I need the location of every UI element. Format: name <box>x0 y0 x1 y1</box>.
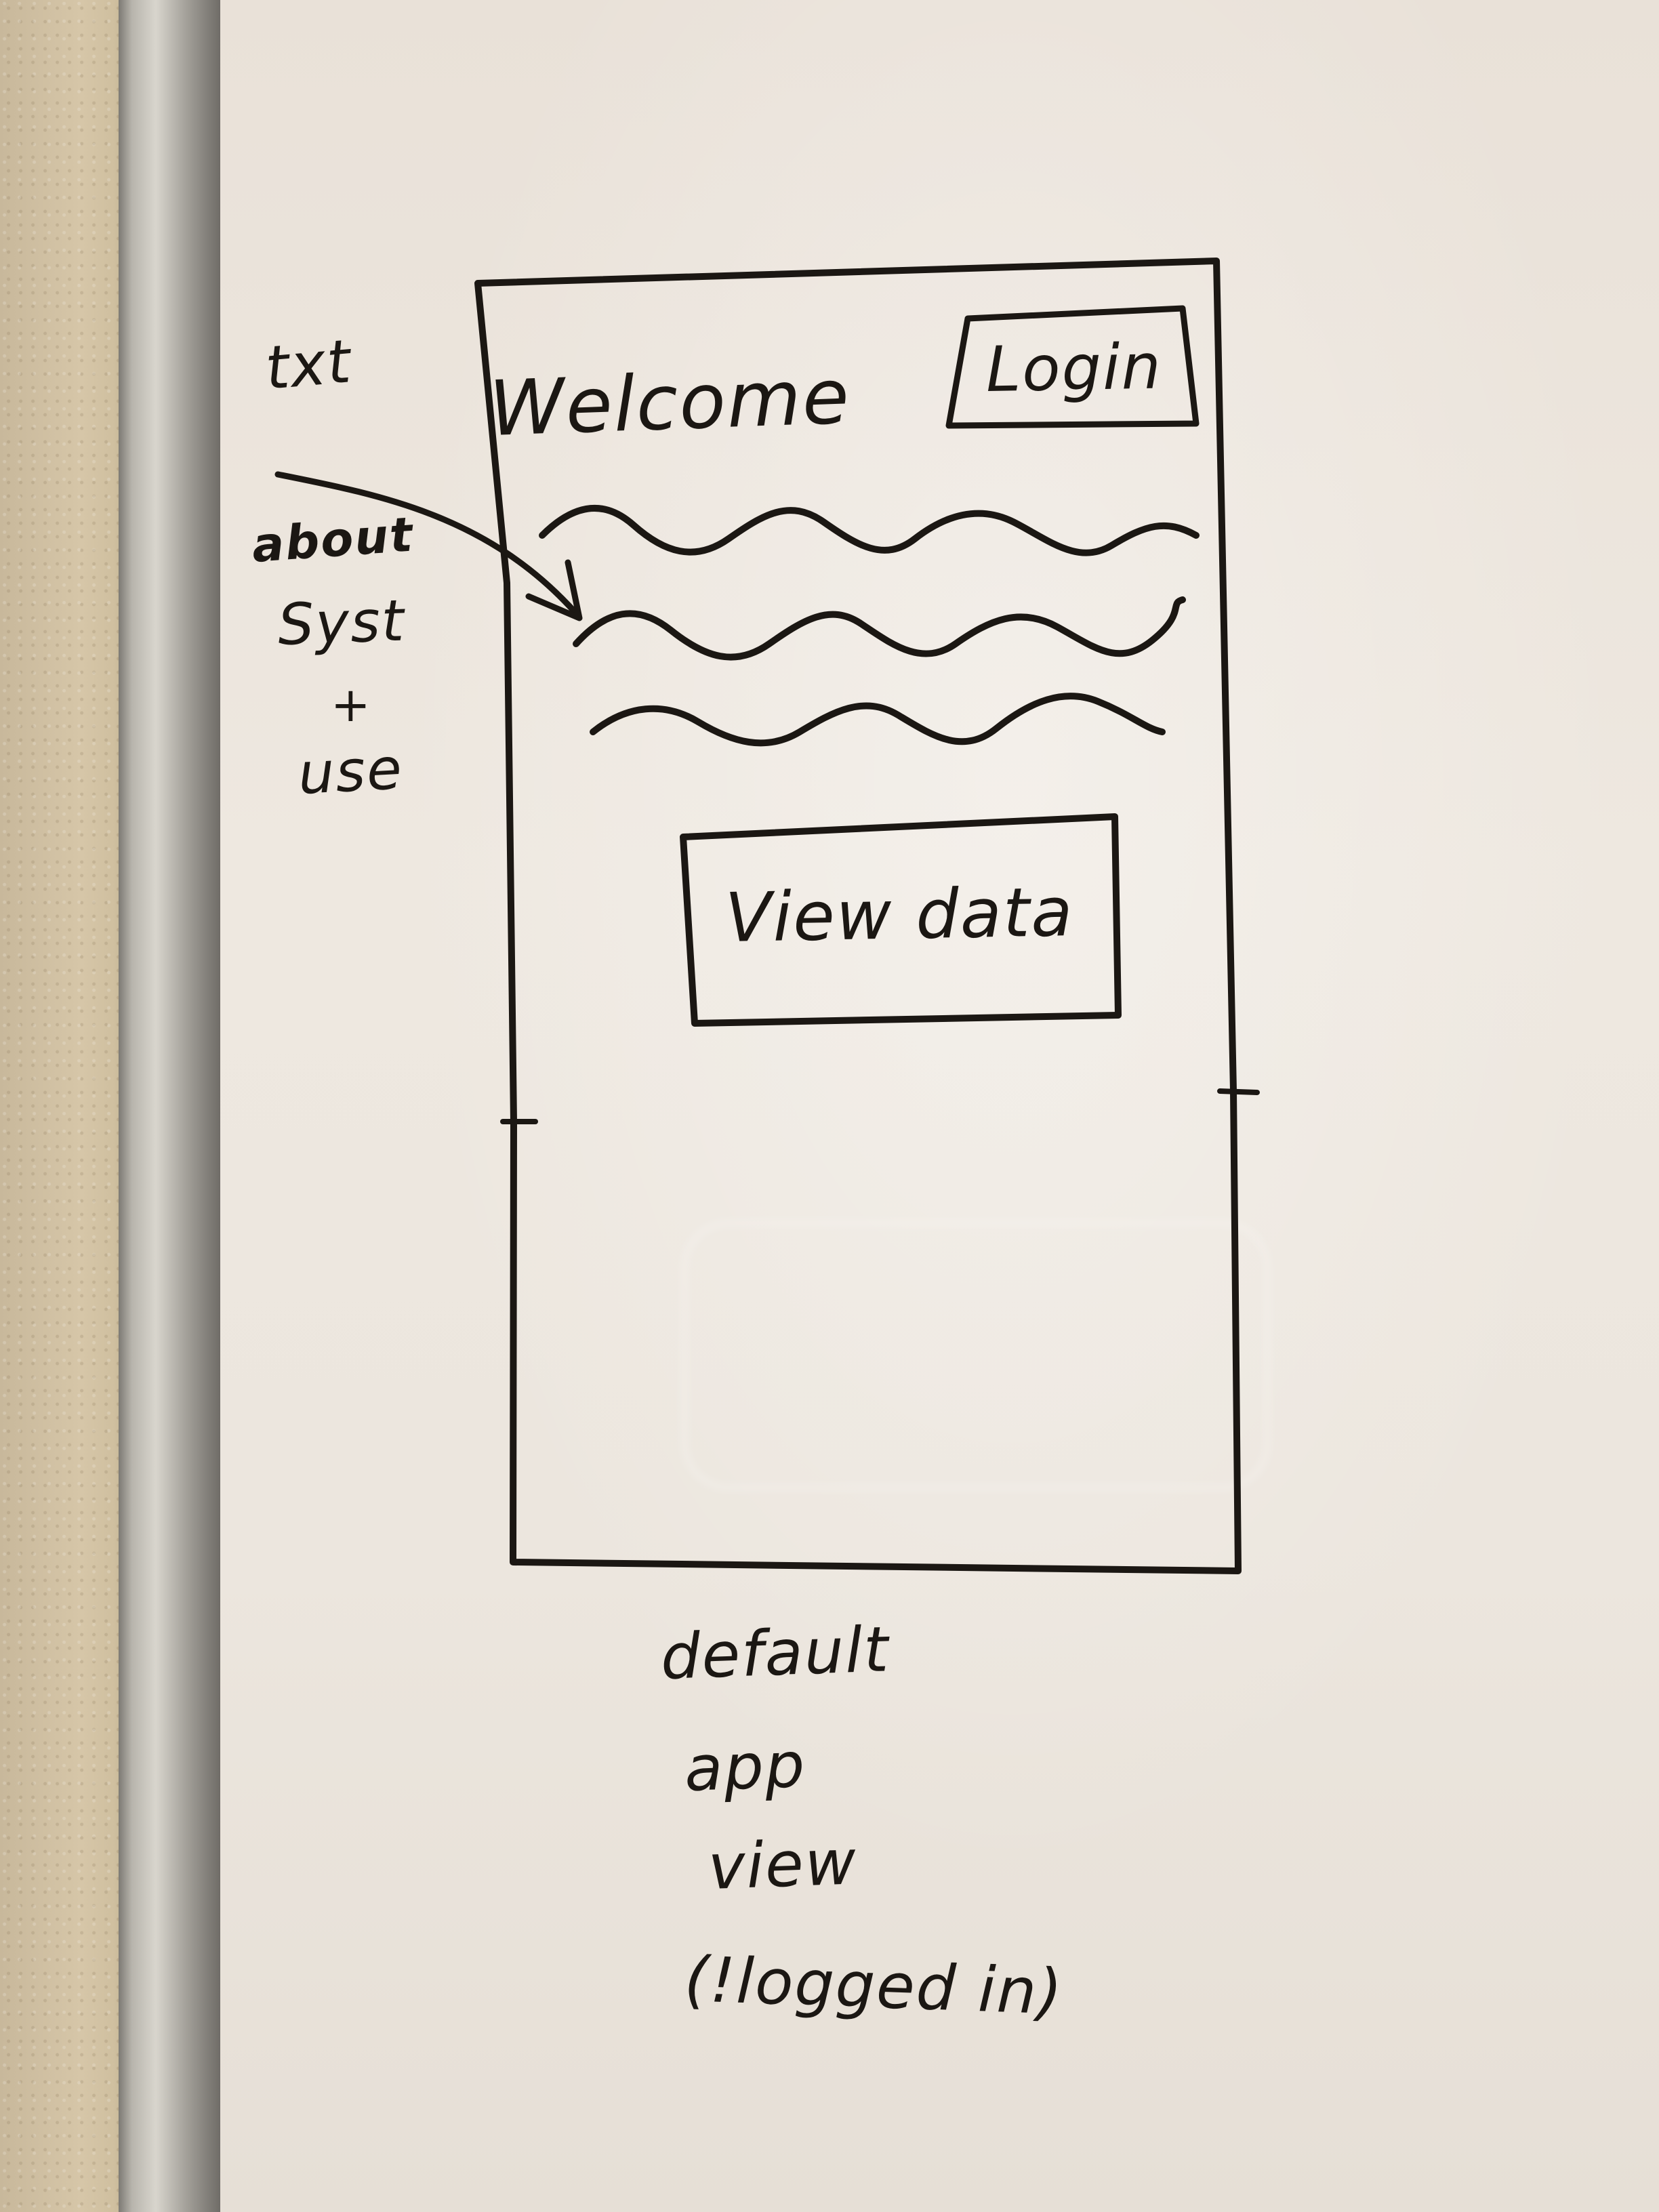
view-data-button <box>680 813 1122 1027</box>
text-squiggle-1 <box>539 504 1200 556</box>
phone-outline <box>474 258 1242 1574</box>
whiteboard-frame <box>119 0 220 2212</box>
side-note-line-2: about <box>250 506 416 573</box>
view-data-button-label[interactable]: View data <box>724 872 1075 958</box>
caption-line-2: app <box>683 1728 807 1805</box>
caption-line-4: (!logged in) <box>683 1943 1065 2029</box>
side-note-line-1: txt <box>262 326 355 403</box>
arrow-shaft <box>274 471 579 617</box>
caption-line-1: default <box>659 1613 891 1694</box>
text-squiggle-3 <box>590 693 1166 747</box>
side-note-line-3: Syst <box>276 587 407 658</box>
fold-tick-right <box>1217 1088 1260 1095</box>
welcome-heading: Welcome <box>487 352 852 453</box>
arrow-head <box>525 559 583 621</box>
text-squiggle-2 <box>573 596 1186 661</box>
whiteboard-surface <box>220 0 1659 2212</box>
side-note-line-4: + <box>331 677 372 733</box>
erased-writing <box>681 1220 1271 1491</box>
side-note-line-5: use <box>296 735 405 807</box>
login-button-label[interactable]: Login <box>985 330 1163 406</box>
login-button <box>945 305 1200 429</box>
wall <box>0 0 119 2212</box>
caption-line-3: view <box>707 1826 859 1904</box>
